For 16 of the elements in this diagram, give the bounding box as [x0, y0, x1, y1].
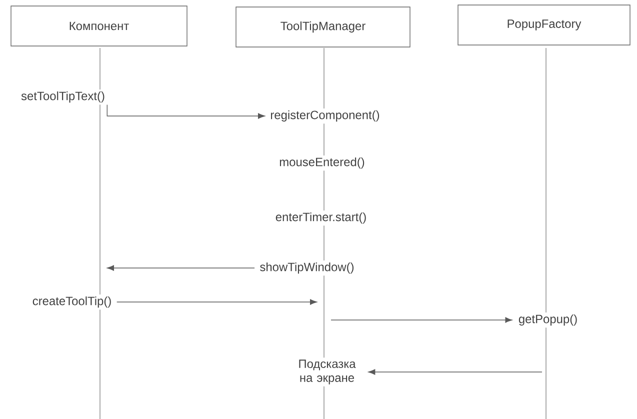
message-label: Подсказка на экране: [290, 358, 364, 386]
arrow: [106, 104, 265, 119]
arrow: [116, 299, 317, 305]
lifeline-header-box: Компонент: [10, 6, 188, 46]
arrow: [107, 265, 255, 271]
message-label: showTipWindow(): [258, 260, 356, 276]
message-label: mouseEntered(): [277, 155, 367, 171]
message-label: createToolTip(): [30, 294, 114, 310]
lifeline-header-box: ToolTipManager: [236, 6, 410, 48]
message-label: getPopup(): [516, 312, 580, 328]
message-label: setToolTipText(): [19, 89, 107, 105]
arrow: [330, 317, 512, 323]
message-label: enterTimer.start(): [273, 210, 369, 226]
arrow: [368, 369, 542, 375]
message-label: registerComponent(): [268, 108, 382, 124]
lifeline-header-box: PopupFactory: [458, 4, 630, 46]
